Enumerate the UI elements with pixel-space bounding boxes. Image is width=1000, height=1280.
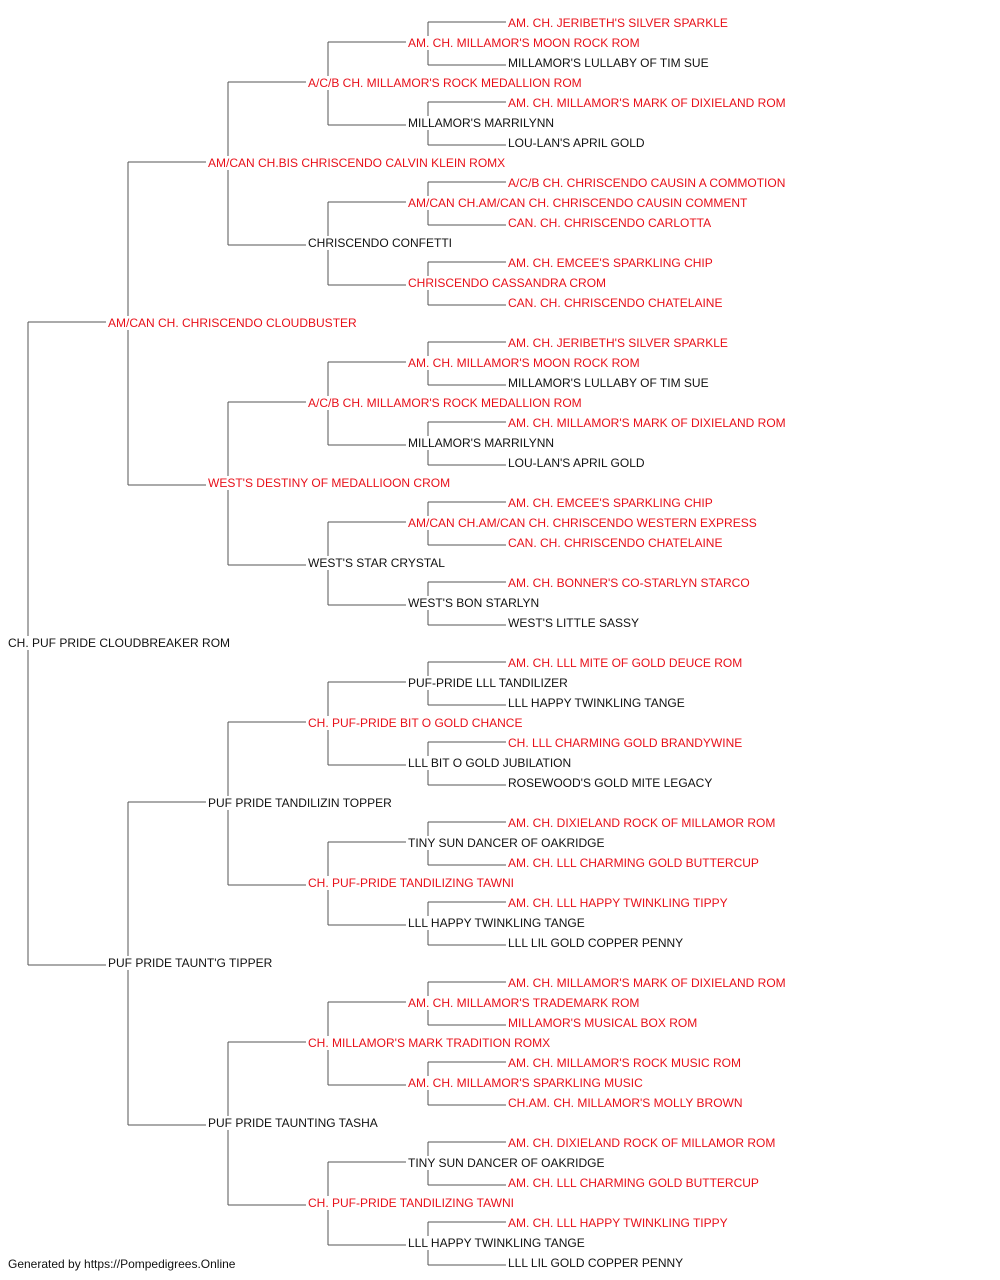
ancestor-name-gen5-dam: MILLAMOR'S LULLABY OF TIM SUE <box>508 56 711 70</box>
ancestor-name-gen5-dam: LLL LIL GOLD COPPER PENNY <box>508 1256 686 1270</box>
ancestor-name-gen5-dam: CAN. CH. CHRISCENDO CARLOTTA <box>508 216 714 230</box>
subject-dog-name: CH. PUF PRIDE CLOUDBREAKER ROM <box>8 636 233 650</box>
ancestor-name-gen4-sire: AM. CH. MILLAMOR'S MOON ROCK ROM <box>408 356 642 370</box>
ancestor-name-gen5-dam: CAN. CH. CHRISCENDO CHATELAINE <box>508 536 725 550</box>
ancestor-name-gen3-sire: A/C/B CH. MILLAMOR'S ROCK MEDALLION ROM <box>308 396 584 410</box>
ancestor-name-gen5-sire: AM. CH. LLL MITE OF GOLD DEUCE ROM <box>508 656 745 670</box>
ancestor-name-gen4-sire: TINY SUN DANCER OF OAKRIDGE <box>408 1156 607 1170</box>
ancestor-name-gen4-dam: LLL HAPPY TWINKLING TANGE <box>408 916 587 930</box>
ancestor-name-gen5-dam: AM. CH. LLL CHARMING GOLD BUTTERCUP <box>508 856 761 870</box>
ancestor-name-gen4-dam: LLL HAPPY TWINKLING TANGE <box>408 1236 587 1250</box>
ancestor-name-gen5-dam: CH.AM. CH. MILLAMOR'S MOLLY BROWN <box>508 1096 745 1110</box>
ancestor-name-gen2-dam: WEST'S DESTINY OF MEDALLIOON CROM <box>208 476 453 490</box>
ancestor-name-gen5-dam: AM. CH. LLL CHARMING GOLD BUTTERCUP <box>508 1176 761 1190</box>
ancestor-name-gen4-dam: MILLAMOR'S MARRILYNN <box>408 116 557 130</box>
ancestor-name-gen4-dam: CHRISCENDO CASSANDRA CROM <box>408 276 609 290</box>
ancestor-name-gen2-sire: PUF PRIDE TANDILIZIN TOPPER <box>208 796 394 810</box>
ancestor-name-gen5-sire: AM. CH. MILLAMOR'S ROCK MUSIC ROM <box>508 1056 743 1070</box>
ancestor-name-gen3-sire: A/C/B CH. MILLAMOR'S ROCK MEDALLION ROM <box>308 76 584 90</box>
ancestor-name-gen5-dam: WEST'S LITTLE SASSY <box>508 616 641 630</box>
ancestor-name-gen5-sire: AM. CH. EMCEE'S SPARKLING CHIP <box>508 256 715 270</box>
ancestor-name-gen3-dam: CH. PUF-PRIDE TANDILIZING TAWNI <box>308 1196 517 1210</box>
generated-by-footer[interactable]: Generated by https://Pompedigrees.Online <box>8 1257 236 1271</box>
ancestor-name-gen3-sire: CH. MILLAMOR'S MARK TRADITION ROMX <box>308 1036 553 1050</box>
ancestor-name-gen5-dam: ROSEWOOD'S GOLD MITE LEGACY <box>508 776 715 790</box>
ancestor-name-gen5-dam: CAN. CH. CHRISCENDO CHATELAINE <box>508 296 725 310</box>
ancestor-name-gen4-sire: AM/CAN CH.AM/CAN CH. CHRISCENDO WESTERN … <box>408 516 759 530</box>
ancestor-name-gen5-dam: LOU-LAN'S APRIL GOLD <box>508 136 647 150</box>
ancestor-name-gen3-dam: CHRISCENDO CONFETTI <box>308 236 454 250</box>
ancestor-name-gen4-dam: AM. CH. MILLAMOR'S SPARKLING MUSIC <box>408 1076 645 1090</box>
ancestor-name-gen3-sire: CH. PUF-PRIDE BIT O GOLD CHANCE <box>308 716 525 730</box>
ancestor-name-gen5-dam: MILLAMOR'S MUSICAL BOX ROM <box>508 1016 700 1030</box>
ancestor-name-gen5-sire: AM. CH. BONNER'S CO-STARLYN STARCO <box>508 576 752 590</box>
ancestor-name-gen3-dam: CH. PUF-PRIDE TANDILIZING TAWNI <box>308 876 517 890</box>
ancestor-name-gen4-dam: MILLAMOR'S MARRILYNN <box>408 436 557 450</box>
ancestor-name-gen5-dam: LLL LIL GOLD COPPER PENNY <box>508 936 686 950</box>
ancestor-name-gen5-sire: AM. CH. MILLAMOR'S MARK OF DIXIELAND ROM <box>508 976 788 990</box>
ancestor-name-gen4-sire: AM. CH. MILLAMOR'S TRADEMARK ROM <box>408 996 642 1010</box>
ancestor-name-gen2-dam: PUF PRIDE TAUNTING TASHA <box>208 1116 380 1130</box>
ancestor-name-gen5-sire: AM. CH. JERIBETH'S SILVER SPARKLE <box>508 336 730 350</box>
ancestor-name-gen3-dam: WEST'S STAR CRYSTAL <box>308 556 447 570</box>
ancestor-name-gen1-dam: PUF PRIDE TAUNT'G TIPPER <box>108 956 275 970</box>
ancestor-name-gen5-sire: AM. CH. DIXIELAND ROCK OF MILLAMOR ROM <box>508 1136 778 1150</box>
ancestor-name-gen5-dam: LLL HAPPY TWINKLING TANGE <box>508 696 687 710</box>
ancestor-name-gen5-sire: AM. CH. MILLAMOR'S MARK OF DIXIELAND ROM <box>508 416 788 430</box>
ancestor-name-gen4-dam: WEST'S BON STARLYN <box>408 596 542 610</box>
ancestor-name-gen5-sire: AM. CH. LLL HAPPY TWINKLING TIPPY <box>508 1216 730 1230</box>
ancestor-name-gen5-dam: LOU-LAN'S APRIL GOLD <box>508 456 647 470</box>
ancestor-name-gen4-sire: AM. CH. MILLAMOR'S MOON ROCK ROM <box>408 36 642 50</box>
ancestor-name-gen5-dam: MILLAMOR'S LULLABY OF TIM SUE <box>508 376 711 390</box>
ancestor-name-gen5-sire: AM. CH. JERIBETH'S SILVER SPARKLE <box>508 16 730 30</box>
ancestor-name-gen5-sire: AM. CH. MILLAMOR'S MARK OF DIXIELAND ROM <box>508 96 788 110</box>
ancestor-name-gen1-sire: AM/CAN CH. CHRISCENDO CLOUDBUSTER <box>108 316 359 330</box>
ancestor-name-gen4-dam: LLL BIT O GOLD JUBILATION <box>408 756 574 770</box>
ancestor-name-gen5-sire: CH. LLL CHARMING GOLD BRANDYWINE <box>508 736 745 750</box>
ancestor-name-gen2-sire: AM/CAN CH.BIS CHRISCENDO CALVIN KLEIN RO… <box>208 156 508 170</box>
ancestor-name-gen4-sire: PUF-PRIDE LLL TANDILIZER <box>408 676 570 690</box>
ancestor-name-gen5-sire: AM. CH. LLL HAPPY TWINKLING TIPPY <box>508 896 730 910</box>
ancestor-name-gen5-sire: AM. CH. DIXIELAND ROCK OF MILLAMOR ROM <box>508 816 778 830</box>
ancestor-name-gen4-sire: AM/CAN CH.AM/CAN CH. CHRISCENDO CAUSIN C… <box>408 196 750 210</box>
ancestor-name-gen5-sire: A/C/B CH. CHRISCENDO CAUSIN A COMMOTION <box>508 176 788 190</box>
ancestor-name-gen5-sire: AM. CH. EMCEE'S SPARKLING CHIP <box>508 496 715 510</box>
ancestor-name-gen4-sire: TINY SUN DANCER OF OAKRIDGE <box>408 836 607 850</box>
